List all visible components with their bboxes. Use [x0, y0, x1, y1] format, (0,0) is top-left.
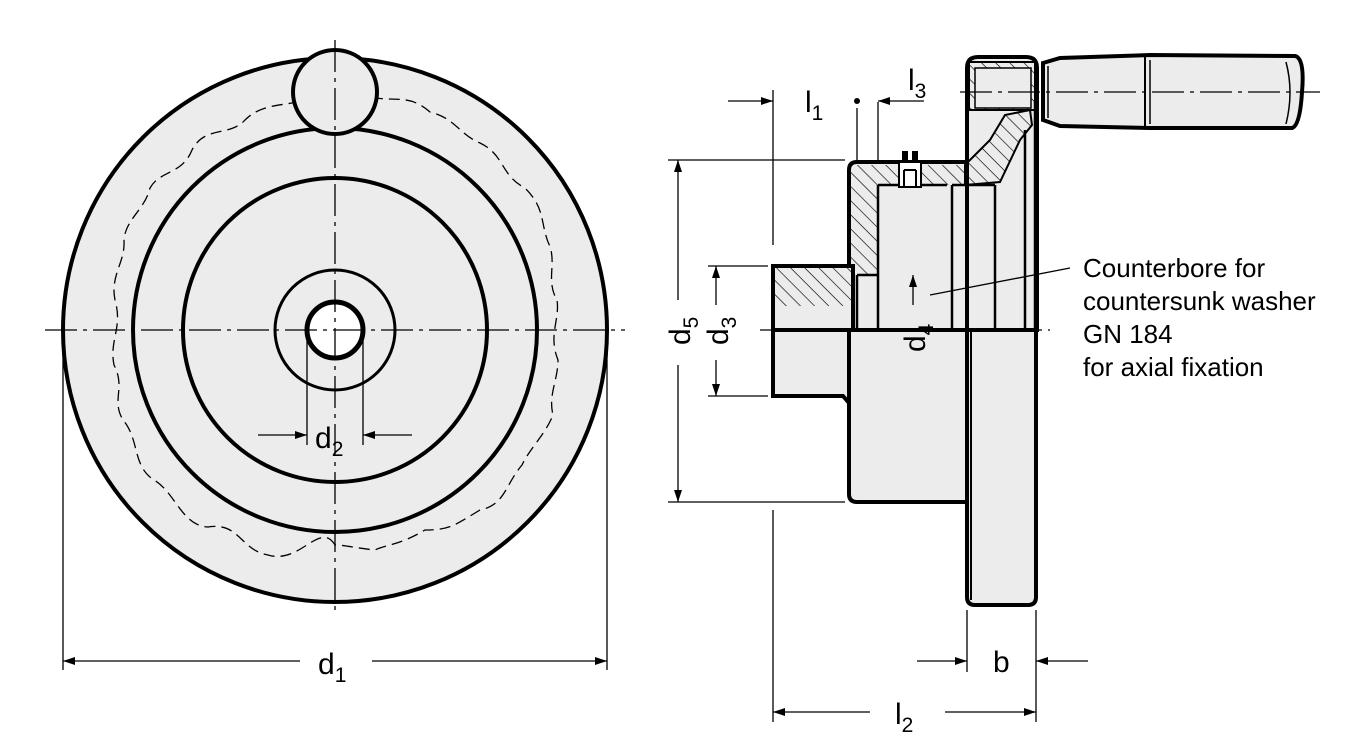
wheel-lower-half — [965, 328, 1038, 607]
hatched-hub — [851, 165, 965, 275]
label-d3: d3 — [702, 317, 741, 345]
label-d5: d5 — [664, 317, 703, 345]
label-l1: l1 — [805, 86, 823, 125]
side-view — [760, 52, 1320, 607]
washer-detail — [898, 151, 922, 188]
side-dimensions — [668, 90, 1088, 722]
label-l2: l2 — [895, 698, 913, 737]
label-l3: l3 — [908, 64, 926, 103]
note-line-2: countersunk washer — [1083, 286, 1316, 316]
front-dimensions — [62, 340, 608, 670]
label-d4: d4 — [899, 323, 938, 352]
note-line-4: for axial fixation — [1083, 352, 1264, 382]
hub-lower-half — [847, 328, 969, 504]
annotation-note: Counterbore for countersunk washer GN 18… — [1083, 253, 1316, 382]
front-view — [45, 40, 625, 615]
label-b: b — [993, 646, 1010, 679]
label-d1: d1 — [318, 648, 346, 687]
note-line-1: Counterbore for — [1083, 253, 1265, 283]
hatched-boss — [775, 268, 851, 306]
note-line-3: GN 184 — [1083, 319, 1173, 349]
label-d2: d2 — [315, 422, 343, 461]
boss-lower-half — [771, 328, 851, 409]
dimension-labels: d1 d2 l1 l3 l2 b d5 d3 d4 — [315, 64, 1010, 737]
